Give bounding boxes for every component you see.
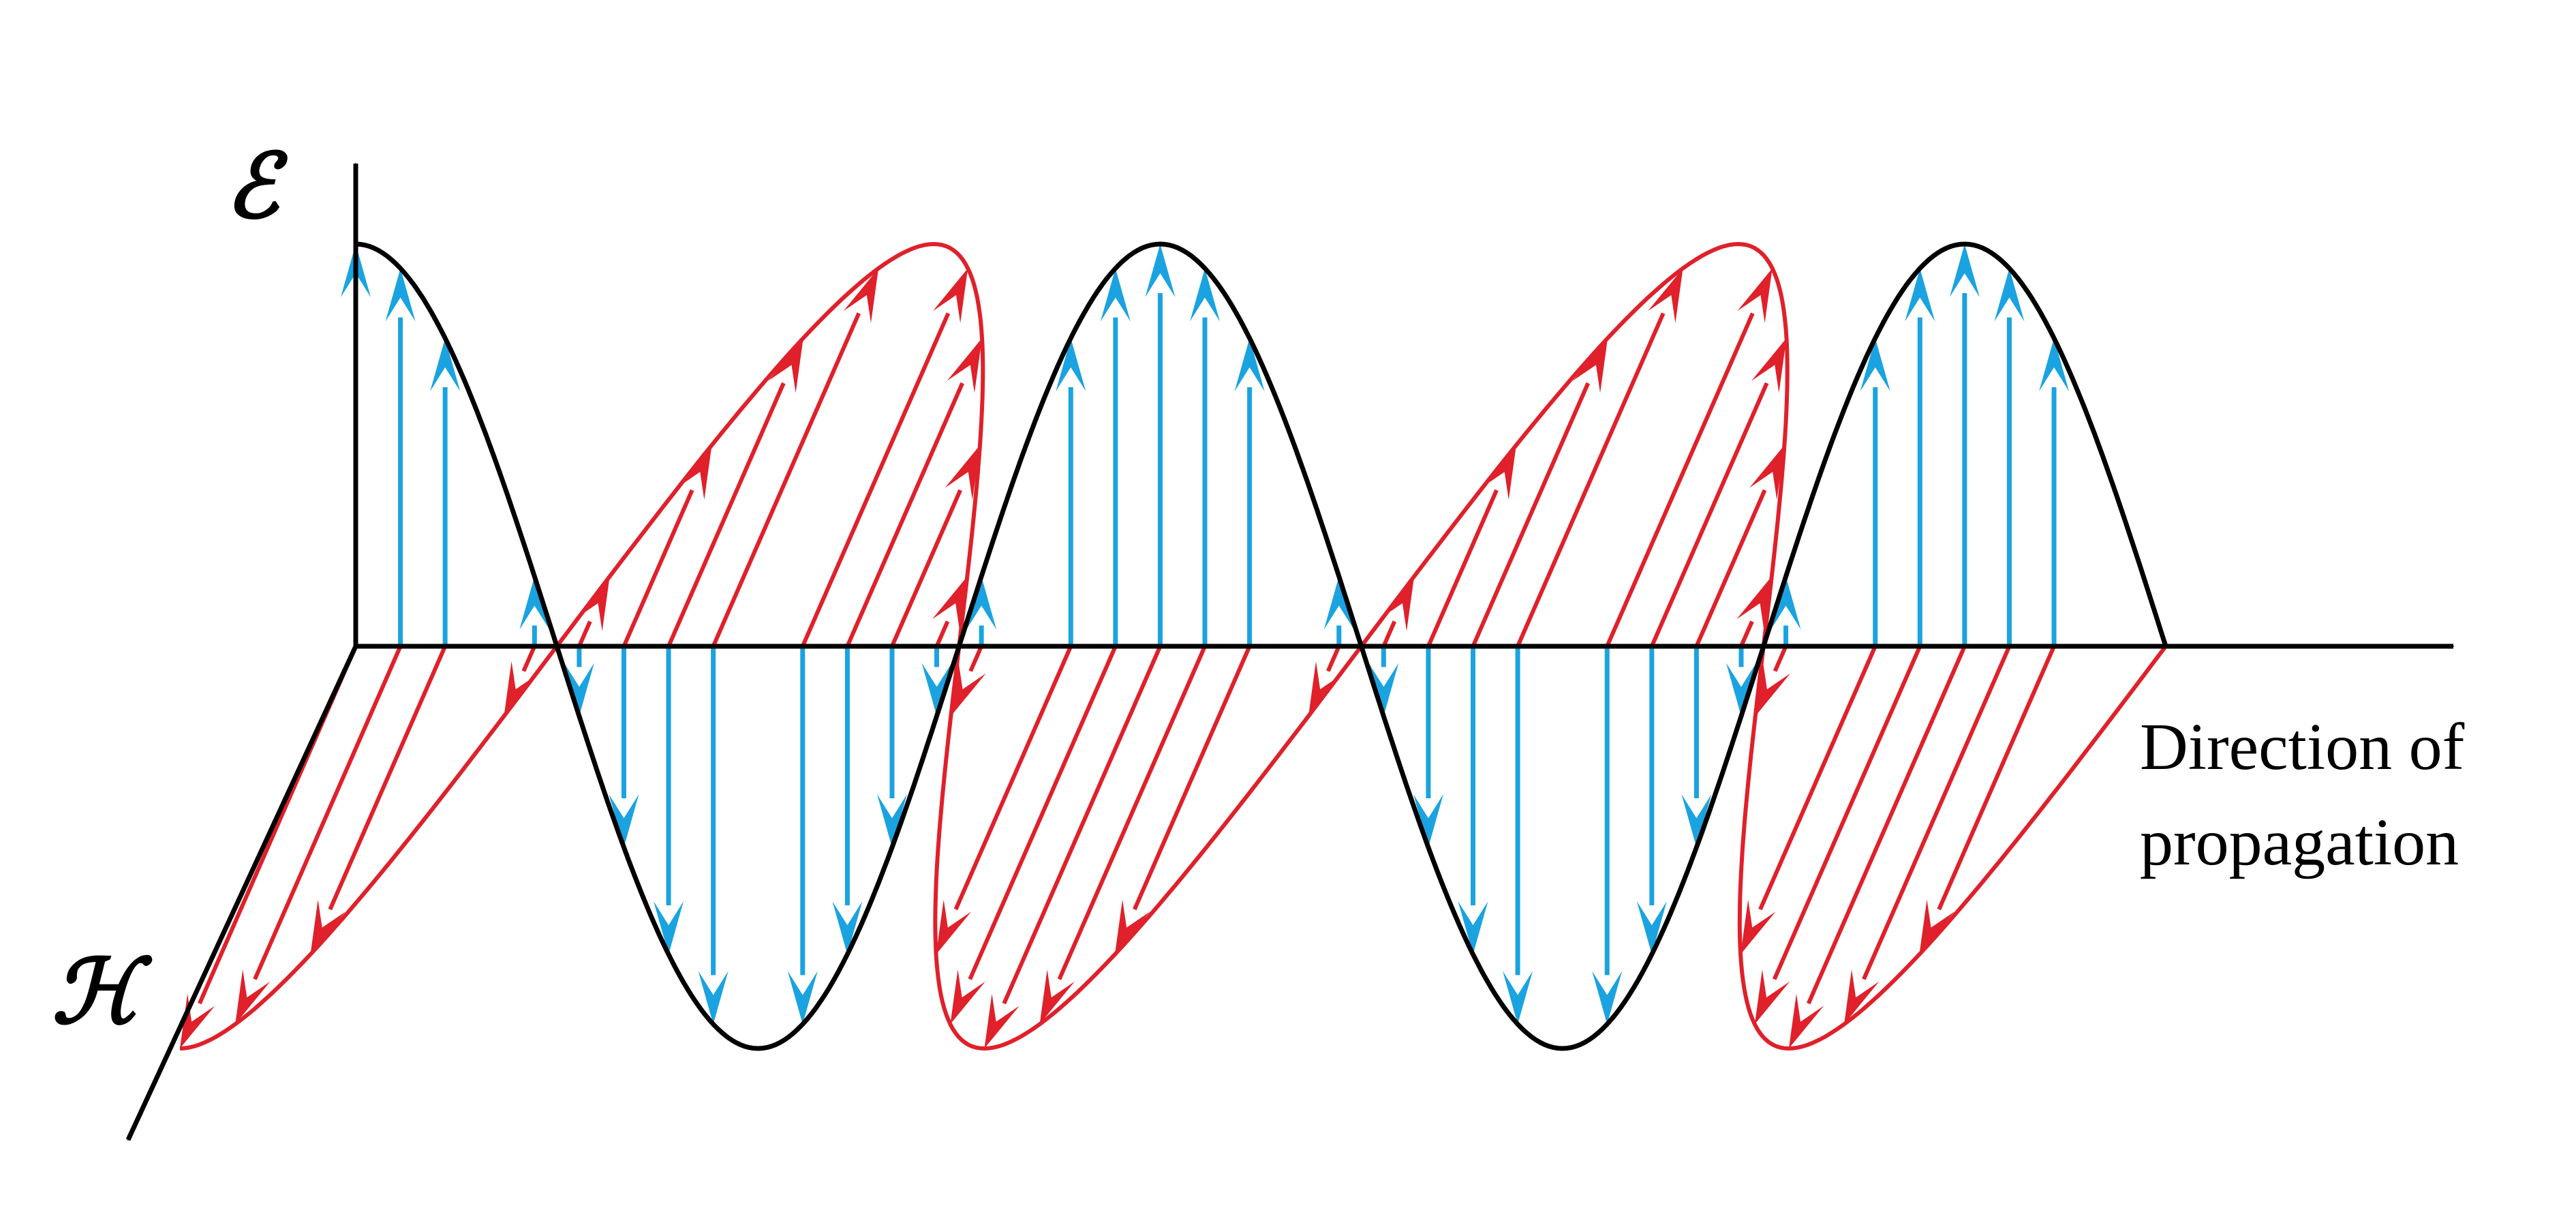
h-field-vector bbox=[1114, 645, 1252, 954]
direction-label-line1: Direction of bbox=[2140, 710, 2465, 784]
e-field-vector bbox=[1056, 338, 1086, 646]
h-axis-label: ℋ bbox=[52, 939, 153, 1044]
e-field-vector bbox=[1190, 268, 1221, 646]
e-axis-label: ℰ bbox=[226, 134, 289, 238]
e-field-vector bbox=[876, 646, 907, 847]
e-field-vector bbox=[1592, 646, 1623, 1025]
e-field-vector bbox=[1905, 268, 1935, 646]
h-field-vector bbox=[1741, 645, 1877, 954]
e-field-vector bbox=[1994, 268, 2025, 646]
e-field-vector bbox=[654, 646, 684, 954]
e-field-vector bbox=[966, 576, 997, 646]
h-field-vector bbox=[1755, 645, 1791, 716]
e-field-vector bbox=[1234, 338, 1265, 646]
axes bbox=[125, 162, 2455, 1141]
h-field-vector bbox=[801, 268, 968, 648]
e-field-vectors bbox=[341, 244, 2070, 1025]
e-field-vector bbox=[430, 338, 461, 646]
h-field-vector bbox=[622, 445, 712, 648]
h-field-vector bbox=[1650, 338, 1787, 648]
e-field-vector bbox=[698, 646, 729, 1025]
h-field-vector bbox=[950, 645, 1118, 1025]
e-field-vector bbox=[1100, 268, 1131, 646]
e-field-vector bbox=[564, 646, 594, 716]
direction-label-line2: propagation bbox=[2140, 806, 2459, 879]
h-field-vector bbox=[1039, 645, 1207, 1025]
e-field-vector bbox=[1458, 646, 1488, 954]
h-field-vector bbox=[1605, 268, 1773, 648]
h-field-vector bbox=[932, 576, 968, 648]
h-field-vector bbox=[984, 645, 1163, 1048]
h-field-vector bbox=[1754, 645, 1922, 1025]
e-field-curve bbox=[355, 241, 2168, 1051]
h-field-vector bbox=[666, 338, 803, 648]
e-field-vector bbox=[1636, 646, 1667, 954]
e-field-vector bbox=[1726, 646, 1756, 716]
h-field-vector bbox=[310, 645, 447, 954]
e-field-vector bbox=[1145, 244, 1176, 646]
h-field-vector bbox=[235, 645, 403, 1025]
h-field-vector bbox=[890, 445, 980, 648]
h-field-vector bbox=[1379, 576, 1415, 648]
e-field-vector bbox=[1949, 244, 1980, 646]
e-field-vector bbox=[1681, 646, 1712, 847]
h-field-vector bbox=[1694, 445, 1785, 648]
h-field-vector bbox=[1919, 645, 2056, 954]
h-field-vector bbox=[1844, 645, 2012, 1025]
e-field-vector bbox=[385, 268, 416, 646]
e-field-vector bbox=[2039, 338, 2070, 646]
h-field-vector bbox=[1788, 645, 1967, 1048]
e-field-vector bbox=[1503, 646, 1533, 1025]
h-field-curve bbox=[179, 241, 2168, 1051]
h-field-vector bbox=[1426, 445, 1516, 648]
h-field-vector bbox=[1308, 645, 1344, 716]
e-field-vector bbox=[609, 646, 639, 847]
h-field-vector bbox=[1471, 338, 1608, 648]
e-field-vector bbox=[832, 646, 863, 954]
h-field-vector bbox=[711, 268, 879, 648]
h-field-vector bbox=[504, 645, 539, 716]
e-field-vector bbox=[921, 646, 952, 716]
e-field-vector bbox=[1368, 646, 1399, 716]
h-field-vector bbox=[951, 645, 986, 716]
e-field-vector bbox=[1770, 576, 1801, 646]
e-field-vector bbox=[1860, 338, 1890, 646]
h-field-sine-curve bbox=[179, 241, 2168, 1051]
h-field-vector bbox=[845, 338, 983, 648]
h-field-vector bbox=[1736, 576, 1772, 648]
h-field-vector bbox=[936, 645, 1073, 954]
e-field-vector bbox=[1413, 646, 1443, 847]
e-field-vector bbox=[1323, 576, 1354, 646]
h-axis bbox=[125, 645, 358, 1141]
e-field-vector bbox=[787, 646, 818, 1025]
h-field-vector bbox=[574, 576, 610, 648]
e-field-vector bbox=[519, 576, 550, 646]
e-field-sine-curve bbox=[355, 241, 2168, 1051]
h-field-vector bbox=[1516, 268, 1683, 648]
